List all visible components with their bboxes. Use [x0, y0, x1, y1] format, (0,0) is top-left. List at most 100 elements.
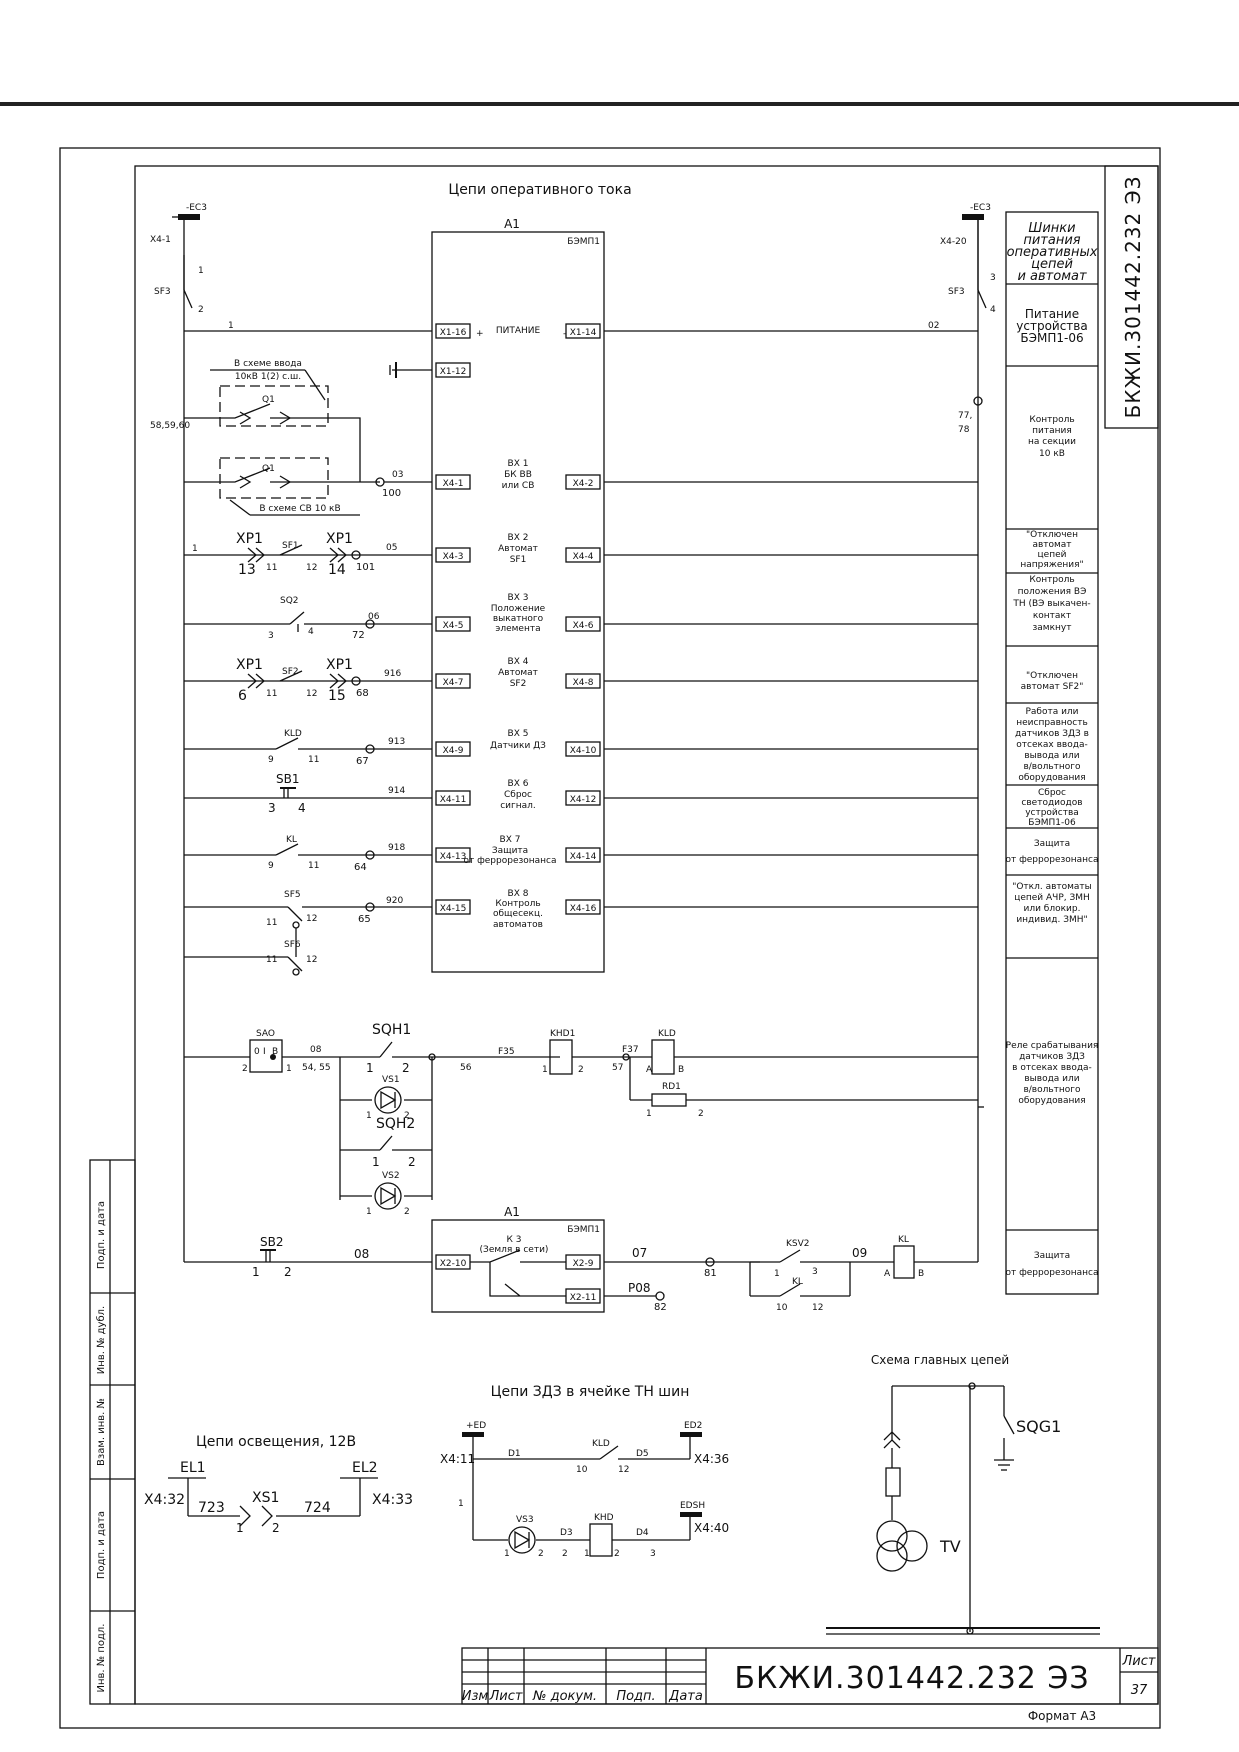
block-type: БЭМП1: [567, 237, 600, 247]
right-label: неисправность: [1016, 718, 1088, 728]
sqh2-label: SQH2: [376, 1116, 415, 1132]
pin-label: 2: [408, 1155, 416, 1169]
input-name: ВХ 3: [508, 593, 529, 603]
bus-right-label: -EC3: [970, 203, 991, 213]
kld-coil-label: KLD: [658, 1029, 676, 1039]
pin-label: 3: [812, 1267, 818, 1277]
kl-label: KL: [286, 835, 297, 845]
right-label: Контроль: [1029, 415, 1074, 425]
vs1-label: VS1: [382, 1075, 400, 1085]
input-pin-left: X4-9: [443, 746, 464, 756]
right-label: замкнут: [1033, 623, 1072, 633]
node-label: 81: [704, 1268, 717, 1279]
right-label: устройства: [1025, 808, 1079, 818]
input-name: Автомат: [498, 544, 538, 554]
input-pin-left: X4-15: [440, 904, 467, 914]
khd-label: KHD: [594, 1513, 614, 1523]
node-label: 82: [654, 1302, 667, 1313]
wire-label: 08: [354, 1247, 369, 1261]
kld-zdz-label: KLD: [592, 1439, 610, 1449]
input-name: ВХ 1: [508, 459, 529, 469]
power-supply: -EC3 X4-1 SF3 1 2 1 X1-16 + ПИТАНИЕ - X1…: [150, 203, 996, 435]
input-pin-left: X4-3: [443, 552, 464, 562]
right-label: датчиков ЗДЗ в: [1015, 729, 1089, 739]
pin-x1-12: X1-12: [440, 367, 467, 377]
input-name: сигнал.: [500, 801, 536, 811]
pin-label: 11: [266, 918, 277, 928]
pin-label: 1: [366, 1061, 374, 1075]
input-name: ВХ 2: [508, 533, 529, 543]
ed2-label: ED2: [684, 1421, 702, 1431]
term-x4-36: X4:36: [694, 1452, 729, 1466]
sao-pos: I: [263, 1047, 266, 1057]
right-label: индивид. ЗМН": [1016, 915, 1087, 925]
input-rows: X4-1 X4-2 ВХ 1 БК ВВ или СВ X4-3 X4-4 ВХ…: [435, 459, 978, 930]
right-label: оперативных: [1007, 245, 1098, 260]
right-label: "Отключен: [1026, 530, 1078, 540]
bus-left-label: -EC3: [186, 203, 207, 213]
pin-x1-14: X1-14: [570, 328, 597, 338]
wire-label: 913: [388, 737, 405, 747]
right-label: и автомат: [1017, 269, 1087, 284]
input-pin-left: X4-11: [440, 795, 467, 805]
node-label: 72: [352, 630, 365, 641]
wire-label: D4: [636, 1528, 649, 1538]
input-name: Сброс: [504, 790, 532, 800]
term-right-label: X4-20: [940, 237, 967, 247]
strip-label: Взам. инв. №: [96, 1398, 107, 1466]
input-pin-left: X4-5: [443, 621, 464, 631]
right-label: БЭМП1-06: [1028, 818, 1076, 828]
kl-coil-label: KL: [898, 1235, 909, 1245]
pin-label: 3: [650, 1549, 656, 1559]
sq2-label: SQ2: [280, 596, 299, 606]
right-label: цепей: [1031, 257, 1073, 272]
right-label: автомат SF2": [1021, 682, 1084, 692]
input-pin-right: X4-4: [573, 552, 594, 562]
node-label: 67: [356, 756, 369, 767]
right-labels: Шинки питания оперативных цепей и автома…: [1005, 211, 1099, 1295]
block-type: БЭМП1: [567, 1225, 600, 1235]
pin-label: 1: [458, 1499, 464, 1509]
el2-label: EL2: [352, 1460, 378, 1476]
strip-label: Подп. и дата: [96, 1201, 107, 1269]
pin-label: 1: [366, 1207, 372, 1217]
pin-label: А: [884, 1269, 891, 1279]
input-name: Положение: [491, 604, 546, 614]
pin-label: 13: [238, 562, 256, 578]
pin-label: 2: [698, 1109, 704, 1119]
input-name: ВХ 8: [508, 889, 529, 899]
pin-label: 4: [298, 801, 306, 815]
title-block: Изм Лист № докум. Подп. Дата БКЖИ.301442…: [461, 1647, 1159, 1723]
input-pin-right: X4-8: [573, 678, 594, 688]
wire-label: 03: [392, 470, 403, 480]
pin-label: 11: [266, 563, 277, 573]
sf3-right-label: SF3: [948, 287, 965, 297]
xp1-right: XP1: [326, 657, 353, 673]
row-sb1: SB1 3 4 914: [184, 772, 432, 815]
right-label: вывода или: [1024, 1074, 1079, 1084]
right-label: автомат: [1032, 540, 1071, 550]
term-x4-11: X4:11: [440, 1452, 475, 1466]
wire-label: P08: [628, 1281, 651, 1295]
zdz-circuit: Цепи ЗДЗ в ячейке ТН шин +ED X4:11 D1 KL…: [440, 1384, 729, 1559]
pin-label: А: [646, 1065, 653, 1075]
pin-x2-10: X2-10: [440, 1259, 467, 1269]
right-label: Реле срабатывания: [1006, 1041, 1099, 1051]
plus-sign: +: [476, 329, 484, 339]
kld-label: KLD: [284, 729, 302, 739]
pin-label: 3: [990, 273, 996, 283]
right-label: Работа или: [1025, 707, 1078, 717]
tb-col-list: Лист: [489, 1689, 523, 1704]
page-top-rule: [0, 102, 1239, 106]
pin-label: 2: [198, 305, 204, 315]
pin-label: 15: [328, 688, 346, 704]
row-sf5-sf6: SF5 11 12 920 65 SF6 11 12: [184, 890, 432, 976]
pin-label: 1: [366, 1111, 372, 1121]
input-name: от феррорезонанса: [463, 856, 556, 866]
pin-label: 2: [402, 1061, 410, 1075]
pin-label: 10: [776, 1303, 788, 1313]
pin-label: 11: [266, 955, 277, 965]
k3-label: К 3: [507, 1235, 522, 1245]
pin-label: 2: [404, 1111, 410, 1121]
pin-label: 12: [812, 1303, 823, 1313]
